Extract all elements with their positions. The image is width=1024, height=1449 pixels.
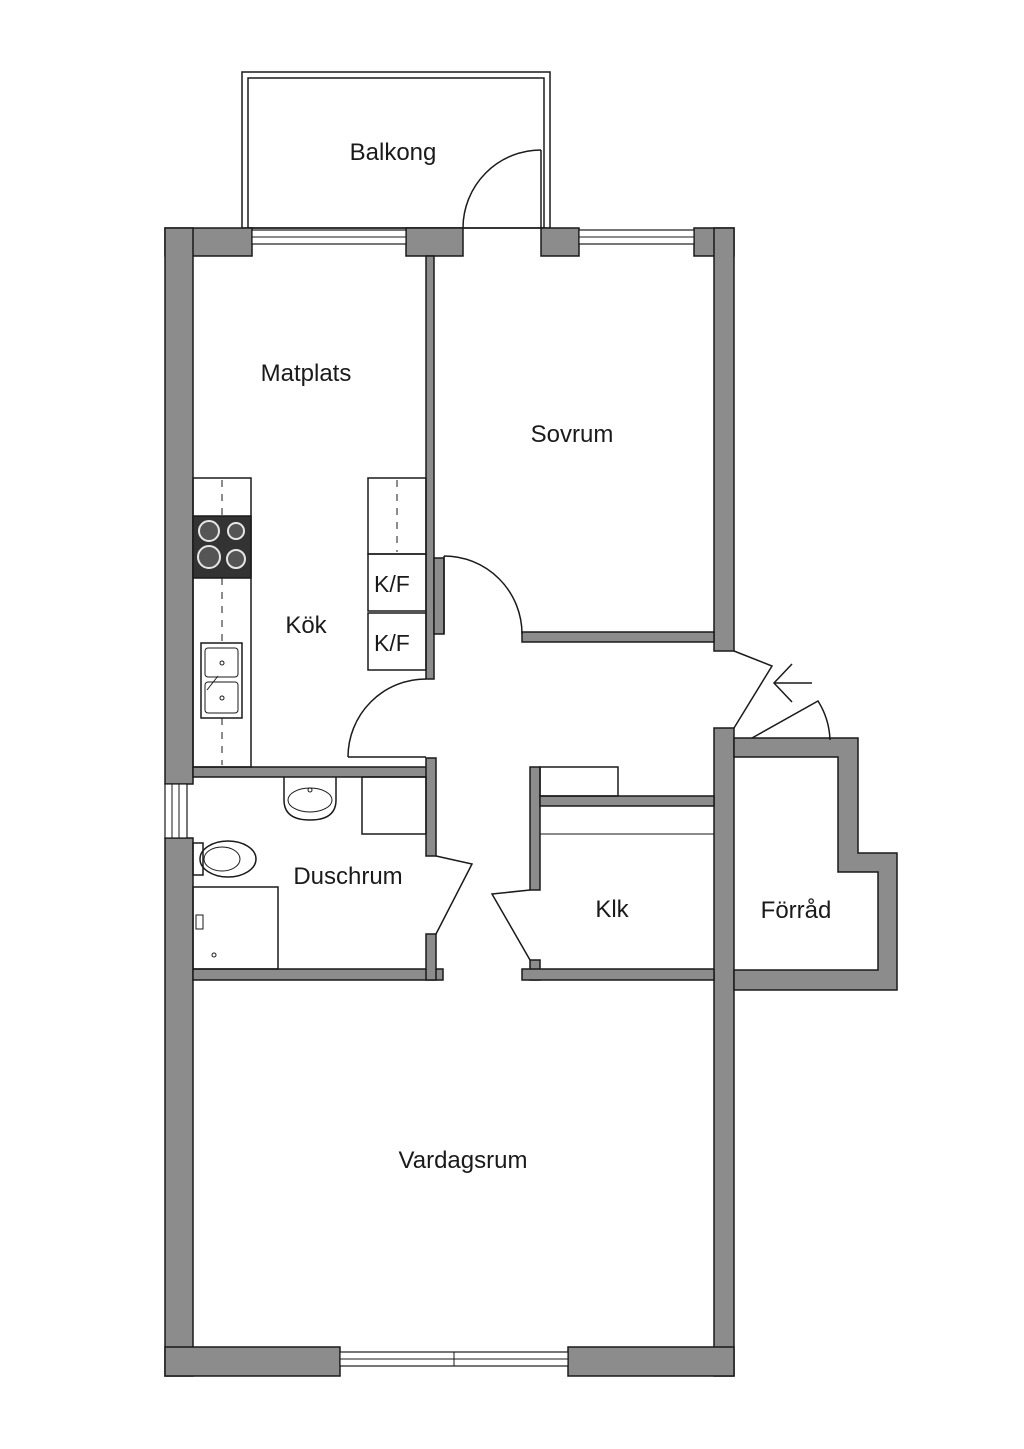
fridge-freezer-2-label: K/F xyxy=(374,630,410,656)
fridge-freezer-1-label: K/F xyxy=(374,571,410,597)
entrance-arrow-icon xyxy=(772,663,812,703)
room-label-forrad: Förråd xyxy=(761,897,832,924)
room-label-duschrum: Duschrum xyxy=(293,863,402,890)
room-label-balkong: Balkong xyxy=(350,139,437,166)
shower-area xyxy=(192,886,279,970)
balcony xyxy=(241,71,551,229)
door-sovrum[interactable] xyxy=(443,555,523,635)
room-label-vardagsrum: Vardagsrum xyxy=(399,1147,528,1174)
doors xyxy=(347,149,831,961)
room-label-matplats: Matplats xyxy=(261,360,352,387)
room-label-sovrum: Sovrum xyxy=(531,421,614,448)
room-labels: Balkong Matplats Sovrum Kök Duschrum Klk… xyxy=(261,139,832,1174)
door-forrad[interactable] xyxy=(751,699,831,741)
exterior-walls xyxy=(164,227,898,1377)
door-duschrum[interactable] xyxy=(435,855,474,935)
window-vardagsrum xyxy=(339,1351,569,1367)
window-duschrum xyxy=(164,783,188,839)
door-balcony[interactable] xyxy=(462,149,542,229)
kitchen-counter-left xyxy=(192,477,252,768)
interior-walls xyxy=(192,255,715,981)
fridge-freezer-1: K/F xyxy=(367,553,427,612)
window-matplats xyxy=(251,229,407,245)
kitchen-counter-right xyxy=(367,477,427,555)
bathroom-cabinet xyxy=(361,776,427,835)
room-label-kok: Kök xyxy=(285,612,327,639)
door-klk[interactable] xyxy=(490,889,531,961)
closet-shelf xyxy=(539,766,714,835)
kitchen-sink-icon xyxy=(200,642,243,719)
window-sovrum xyxy=(578,229,695,245)
fridge-freezer-2: K/F xyxy=(367,612,427,671)
washbasin-icon xyxy=(283,777,337,821)
room-label-klk: Klk xyxy=(595,896,629,923)
stove-icon xyxy=(192,515,252,579)
windows xyxy=(164,229,695,1367)
door-kok[interactable] xyxy=(347,678,427,758)
toilet-icon xyxy=(192,840,257,878)
door-entrance[interactable] xyxy=(733,650,774,729)
